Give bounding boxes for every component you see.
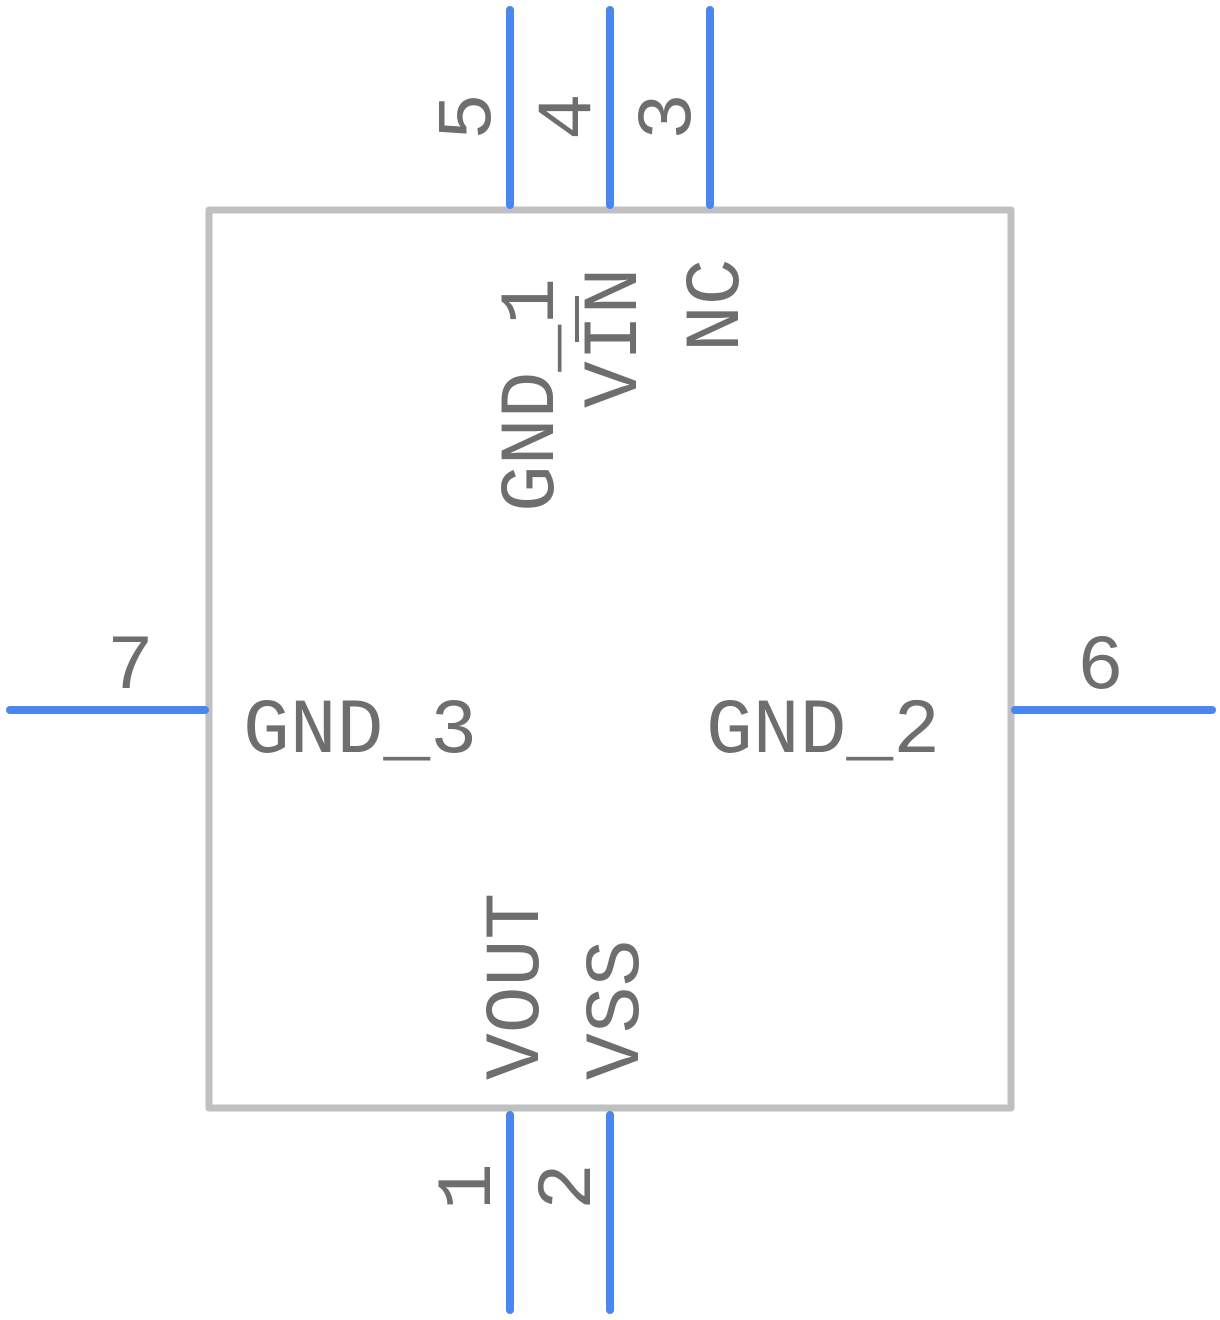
pin-3-name: NC [674, 258, 762, 352]
pin-6-name: GND_2 [706, 688, 940, 776]
pin-3-number: 3 [626, 93, 714, 140]
pin-5-name: GND_1 [489, 278, 577, 512]
pin-2-number: 2 [526, 1163, 614, 1210]
pin-5-number: 5 [426, 93, 514, 140]
pin-4-number: 4 [526, 93, 614, 140]
pin-1-number: 1 [426, 1163, 514, 1210]
pin-6-number: 6 [1077, 624, 1124, 712]
pin-4-name: VIN [572, 268, 660, 408]
pin-2-name: VSS [574, 940, 662, 1080]
pin-7-name: GND_3 [243, 688, 477, 776]
pin-7-number: 7 [107, 624, 154, 712]
pin-1-name: VOUT [474, 893, 562, 1080]
component-body [205, 206, 1015, 1112]
